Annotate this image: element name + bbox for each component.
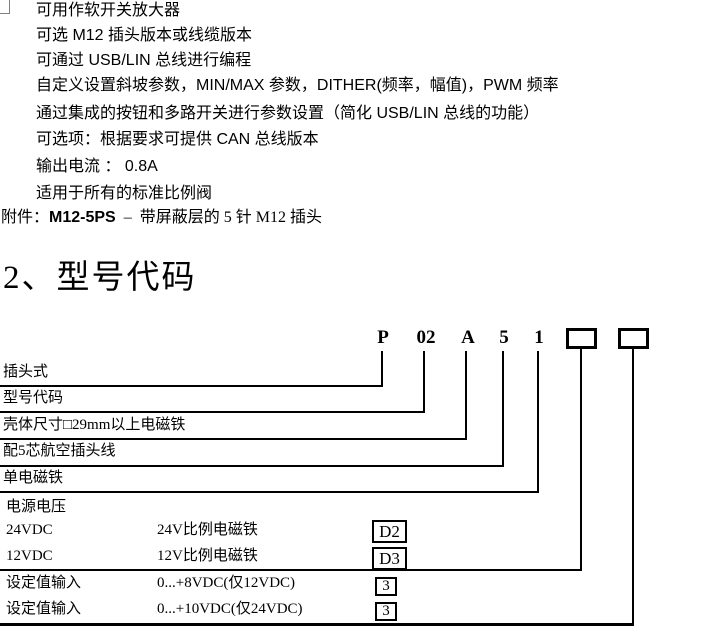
connector-line-plug [381, 351, 383, 386]
accessory-prefix: 附件： [1, 209, 50, 226]
row-voltage24-code-box: D2 [372, 520, 407, 543]
connector-line-model [423, 351, 425, 413]
rule-size [0, 438, 467, 440]
feature-line: 自定义设置斜坡参数，MIN/MAX 参数，DITHER(频率，幅值)，PWM 频… [36, 77, 559, 94]
code-char-solenoid: 1 [534, 327, 544, 348]
row-voltage24-desc: 24V比例电磁铁 [157, 522, 258, 538]
accessory-model: M12-5PS [49, 209, 116, 226]
feature-line: 可通过 USB/LIN 总线进行编程 [36, 52, 252, 69]
connector-line-cable [502, 351, 504, 467]
section-heading: 2、型号代码 [3, 260, 197, 296]
rule-bottom [0, 623, 634, 626]
row-setpoint8-code-box: 3 [375, 577, 397, 596]
diagram-label-solenoid: 单电磁铁 [3, 470, 64, 486]
row-voltage24-name: 24VDC [6, 522, 53, 538]
feature-line: 可用作软开关放大器 [36, 2, 181, 19]
accessory-line: 附件：M12-5PS – 带屏蔽层的 5 针 M12 插头 [1, 209, 322, 227]
rule-plug [0, 385, 383, 387]
diagram-label-plug: 插头式 [3, 364, 49, 380]
row-setpoint10-name: 设定值输入 [6, 601, 82, 617]
diagram-label-model: 型号代码 [3, 390, 64, 406]
row-voltage12-code-box: D3 [372, 547, 407, 570]
code-char-plug: P [377, 327, 389, 348]
accessory-description: – 带屏蔽层的 5 针 M12 插头 [115, 209, 322, 226]
code-option-box-input [618, 328, 649, 349]
feature-line: 适用于所有的标准比例阀 [36, 185, 213, 202]
connector-line-voltage [580, 349, 582, 571]
connector-line-size [465, 351, 467, 440]
row-setpoint8-desc: 0...+8VDC(仅12VDC) [157, 575, 296, 591]
row-voltage12-name: 12VDC [6, 548, 53, 564]
diagram-label-cable: 配5芯航空插头线 [3, 443, 116, 459]
connector-line-solenoid [537, 351, 539, 493]
row-setpoint10-code-box: 3 [375, 602, 397, 621]
rule-voltage [0, 569, 582, 571]
row-voltage12-desc: 12V比例电磁铁 [157, 548, 258, 564]
diagram-label-size: 壳体尺寸□29mm以上电磁铁 [3, 417, 186, 433]
feature-line: 可选 M12 插头版本或线缆版本 [36, 27, 253, 44]
rule-solenoid [0, 491, 539, 493]
rule-cable [0, 465, 504, 467]
diagram-label-voltage: 电源电压 [6, 499, 67, 515]
clipped-border-fragment [0, 0, 10, 14]
code-option-box-voltage [566, 328, 597, 349]
code-char-size: A [461, 327, 475, 348]
rule-model [0, 411, 425, 413]
connector-line-input [632, 349, 634, 626]
feature-line: 可选项：根据要求可提供 CAN 总线版本 [36, 131, 319, 148]
feature-line: 输出电流 ： 0.8A [36, 158, 158, 175]
code-char-model: 02 [416, 327, 436, 348]
row-setpoint10-desc: 0...+10VDC(仅24VDC) [157, 601, 303, 617]
code-char-cable: 5 [499, 327, 509, 348]
feature-line: 通过集成的按钮和多路开关进行参数设置（简化 USB/LIN 总线的功能） [36, 105, 540, 122]
row-setpoint8-name: 设定值输入 [6, 575, 82, 591]
